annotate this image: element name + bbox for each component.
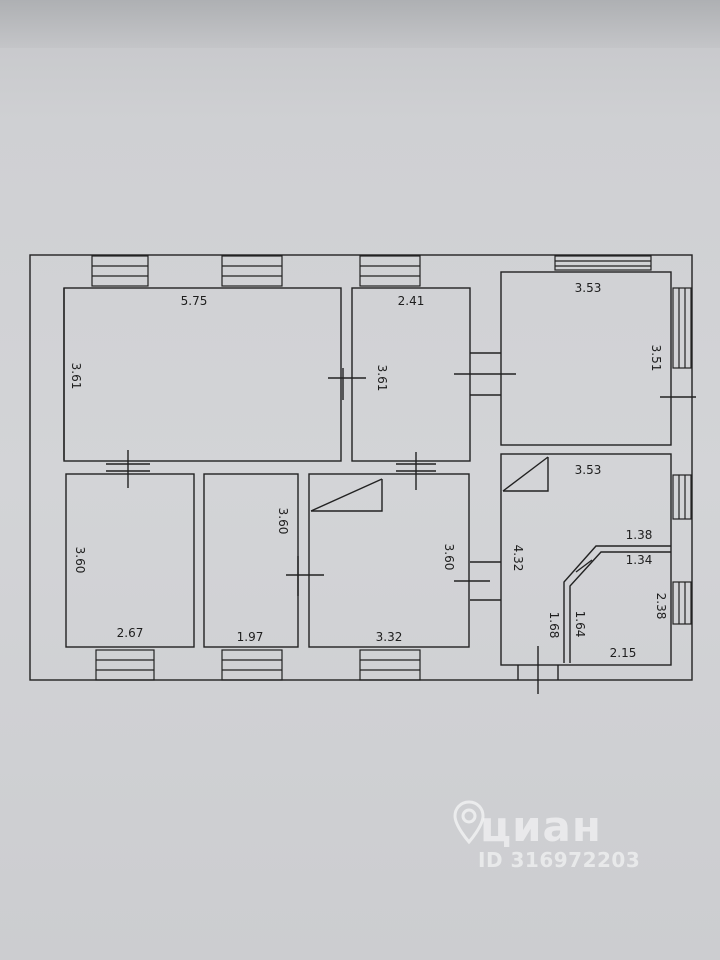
location-pin-icon — [453, 800, 485, 845]
watermark-id: ID 316972203 — [478, 848, 641, 872]
room-2 — [351, 287, 471, 462]
stair-triangle-2 — [503, 457, 549, 492]
window-right-1 — [672, 287, 692, 369]
room-4 — [65, 473, 195, 648]
dim-room6-width: 3.32 — [376, 630, 403, 644]
room-1 — [63, 287, 342, 462]
window-top-1 — [91, 255, 149, 287]
stair-diagonal-2 — [502, 456, 549, 492]
window-bottom-2 — [221, 649, 283, 681]
stair-diagonal-1 — [310, 478, 383, 512]
window-top-3 — [359, 255, 421, 287]
dim-bath-outer-side: 1.68 — [547, 612, 561, 639]
photo-top-edge — [0, 0, 720, 48]
dim-room1-height: 3.61 — [69, 363, 83, 390]
dim-room4-height: 3.60 — [73, 547, 87, 574]
window-right-2 — [672, 474, 692, 520]
window-top-4 — [554, 255, 652, 271]
dim-room3-width: 3.53 — [575, 281, 602, 295]
watermark-brand: циан — [480, 802, 602, 851]
room-7 — [500, 453, 672, 666]
dim-room6-height: 3.60 — [442, 544, 456, 571]
dim-bath-bottom: 2.15 — [610, 646, 637, 660]
window-bottom-1 — [95, 649, 155, 681]
dim-room7-height: 4.32 — [511, 545, 525, 572]
bath-partition-inner — [569, 551, 671, 663]
room-6 — [308, 473, 470, 648]
dim-bath-top: 1.38 — [626, 528, 653, 542]
window-bottom-3 — [359, 649, 421, 681]
watermark: циан ID 316972203 — [440, 800, 670, 880]
bath-partition-outer — [563, 545, 671, 663]
door-tick-bath — [575, 559, 593, 573]
room-5 — [203, 473, 299, 648]
dim-room2-width: 2.41 — [398, 294, 425, 308]
dim-bath-inner-top: 1.34 — [626, 553, 653, 567]
dim-room5-width: 1.97 — [237, 630, 264, 644]
stair-triangle-1 — [311, 479, 383, 512]
dim-bath-inner-side: 1.64 — [573, 611, 587, 638]
dim-room3-height: 3.51 — [649, 345, 663, 372]
room-3 — [500, 271, 672, 446]
dim-room1-width: 5.75 — [181, 294, 208, 308]
dim-bath-right: 2.38 — [654, 593, 668, 620]
dim-room2-height: 3.61 — [375, 365, 389, 392]
window-right-3 — [672, 581, 692, 625]
dim-room7-width: 3.53 — [575, 463, 602, 477]
dim-room5-height: 3.60 — [276, 508, 290, 535]
window-top-2 — [221, 255, 283, 287]
dim-room4-width: 2.67 — [117, 626, 144, 640]
